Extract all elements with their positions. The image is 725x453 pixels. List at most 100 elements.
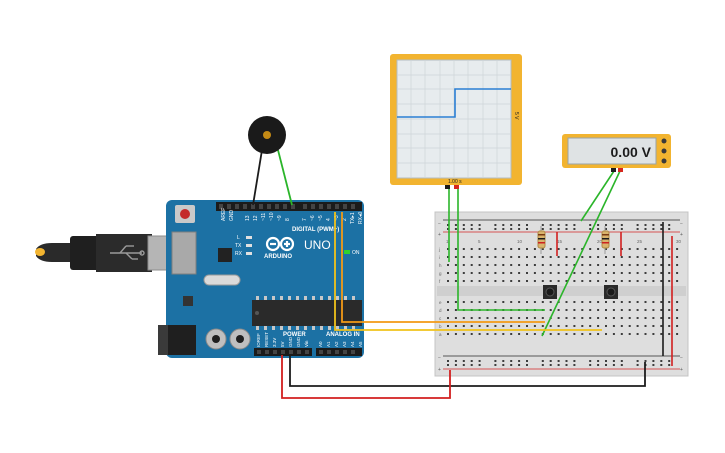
breadboard-hole[interactable] bbox=[628, 309, 631, 311]
breadboard-hole[interactable] bbox=[652, 248, 655, 250]
breadboard-hole[interactable] bbox=[636, 325, 639, 327]
breadboard-hole[interactable] bbox=[636, 364, 639, 366]
breadboard-hole[interactable] bbox=[573, 309, 576, 311]
meter-mode-knob[interactable] bbox=[661, 138, 667, 144]
breadboard-hole[interactable] bbox=[605, 360, 607, 362]
breadboard-hole[interactable] bbox=[589, 364, 592, 366]
breadboard-hole[interactable] bbox=[573, 360, 576, 362]
breadboard-hole[interactable] bbox=[470, 301, 473, 303]
breadboard-hole[interactable] bbox=[573, 248, 576, 250]
breadboard-hole[interactable] bbox=[557, 272, 560, 274]
breadboard-hole[interactable] bbox=[636, 264, 639, 266]
breadboard-hole[interactable] bbox=[454, 256, 457, 258]
breadboard-hole[interactable] bbox=[478, 224, 481, 226]
breadboard-hole[interactable] bbox=[502, 280, 505, 282]
breadboard-hole[interactable] bbox=[502, 224, 505, 226]
breadboard-hole[interactable] bbox=[605, 317, 607, 319]
breadboard-hole[interactable] bbox=[668, 301, 671, 303]
breadboard-hole[interactable] bbox=[612, 333, 615, 335]
breadboard-hole[interactable] bbox=[589, 280, 592, 282]
breadboard-hole[interactable] bbox=[581, 309, 584, 311]
breadboard-hole[interactable] bbox=[581, 280, 584, 282]
breadboard-hole[interactable] bbox=[447, 317, 449, 319]
meter-mode-knob[interactable] bbox=[661, 148, 667, 154]
breadboard-hole[interactable] bbox=[454, 317, 457, 319]
breadboard-hole[interactable] bbox=[533, 301, 536, 303]
usb-cable[interactable] bbox=[35, 234, 179, 272]
breadboard-hole[interactable] bbox=[589, 333, 592, 335]
breadboard-hole[interactable] bbox=[612, 360, 615, 362]
breadboard-hole[interactable] bbox=[636, 224, 639, 226]
breadboard-hole[interactable] bbox=[612, 228, 615, 230]
breadboard-hole[interactable] bbox=[668, 272, 671, 274]
breadboard-hole[interactable] bbox=[668, 360, 671, 362]
breadboard-hole[interactable] bbox=[486, 280, 489, 282]
breadboard-hole[interactable] bbox=[478, 280, 481, 282]
breadboard-hole[interactable] bbox=[644, 248, 647, 250]
breadboard-hole[interactable] bbox=[565, 333, 568, 335]
breadboard-hole[interactable] bbox=[636, 256, 639, 258]
breadboard-hole[interactable] bbox=[612, 317, 615, 319]
breadboard-hole[interactable] bbox=[462, 248, 465, 250]
breadboard-hole[interactable] bbox=[676, 264, 679, 266]
breadboard-hole[interactable] bbox=[518, 224, 521, 226]
breadboard-hole[interactable] bbox=[676, 280, 679, 282]
breadboard-hole[interactable] bbox=[470, 272, 473, 274]
breadboard-hole[interactable] bbox=[605, 364, 607, 366]
breadboard-hole[interactable] bbox=[660, 317, 663, 319]
breadboard-hole[interactable] bbox=[605, 272, 607, 274]
breadboard-hole[interactable] bbox=[620, 264, 623, 266]
breadboard-hole[interactable] bbox=[557, 333, 560, 335]
breadboard-hole[interactable] bbox=[612, 224, 615, 226]
breadboard-hole[interactable] bbox=[676, 301, 679, 303]
breadboard-hole[interactable] bbox=[454, 325, 457, 327]
breadboard-hole[interactable] bbox=[526, 325, 528, 327]
breadboard-hole[interactable] bbox=[612, 309, 615, 311]
breadboard-hole[interactable] bbox=[557, 228, 560, 230]
breadboard-hole[interactable] bbox=[486, 256, 489, 258]
breadboard-hole[interactable] bbox=[510, 360, 513, 362]
breadboard-hole[interactable] bbox=[597, 256, 600, 258]
breadboard-hole[interactable] bbox=[668, 364, 671, 366]
breadboard-hole[interactable] bbox=[565, 280, 568, 282]
breadboard-hole[interactable] bbox=[541, 360, 544, 362]
breadboard-hole[interactable] bbox=[549, 256, 552, 258]
breadboard-hole[interactable] bbox=[502, 272, 505, 274]
breadboard-hole[interactable] bbox=[612, 256, 615, 258]
breadboard-hole[interactable] bbox=[668, 248, 671, 250]
breadboard-hole[interactable] bbox=[549, 360, 552, 362]
breadboard-hole[interactable] bbox=[589, 301, 592, 303]
breadboard-hole[interactable] bbox=[636, 360, 639, 362]
breadboard-hole[interactable] bbox=[581, 301, 584, 303]
breadboard-hole[interactable] bbox=[597, 364, 600, 366]
breadboard-hole[interactable] bbox=[541, 301, 544, 303]
breadboard-hole[interactable] bbox=[573, 256, 576, 258]
oscilloscope[interactable]: 1.00 s 5 V bbox=[390, 54, 522, 189]
breadboard-hole[interactable] bbox=[518, 333, 521, 335]
breadboard-hole[interactable] bbox=[660, 301, 663, 303]
breadboard-hole[interactable] bbox=[486, 325, 489, 327]
breadboard-hole[interactable] bbox=[478, 248, 481, 250]
breadboard-hole[interactable] bbox=[660, 264, 663, 266]
5v-wire[interactable] bbox=[281, 355, 451, 399]
breadboard-hole[interactable] bbox=[549, 224, 552, 226]
breadboard-hole[interactable] bbox=[541, 248, 544, 250]
breadboard-hole[interactable] bbox=[557, 280, 560, 282]
breadboard-hole[interactable] bbox=[447, 364, 449, 366]
breadboard-hole[interactable] bbox=[462, 364, 465, 366]
breadboard-hole[interactable] bbox=[565, 256, 568, 258]
breadboard-hole[interactable] bbox=[589, 256, 592, 258]
breadboard-hole[interactable] bbox=[533, 333, 536, 335]
breadboard-hole[interactable] bbox=[541, 224, 544, 226]
breadboard-hole[interactable] bbox=[612, 272, 615, 274]
breadboard-hole[interactable] bbox=[644, 360, 647, 362]
breadboard-hole[interactable] bbox=[454, 272, 457, 274]
breadboard-hole[interactable] bbox=[628, 256, 631, 258]
breadboard-hole[interactable] bbox=[557, 364, 560, 366]
breadboard-hole[interactable] bbox=[510, 224, 513, 226]
breadboard-hole[interactable] bbox=[676, 325, 679, 327]
breadboard-hole[interactable] bbox=[668, 280, 671, 282]
breadboard-hole[interactable] bbox=[636, 228, 639, 230]
breadboard-hole[interactable] bbox=[533, 280, 536, 282]
arduino-uno-board[interactable]: AREF GND 13 12 ~11 ~10 ~9 8 7 ~6 ~5 4 ~3… bbox=[158, 200, 364, 358]
